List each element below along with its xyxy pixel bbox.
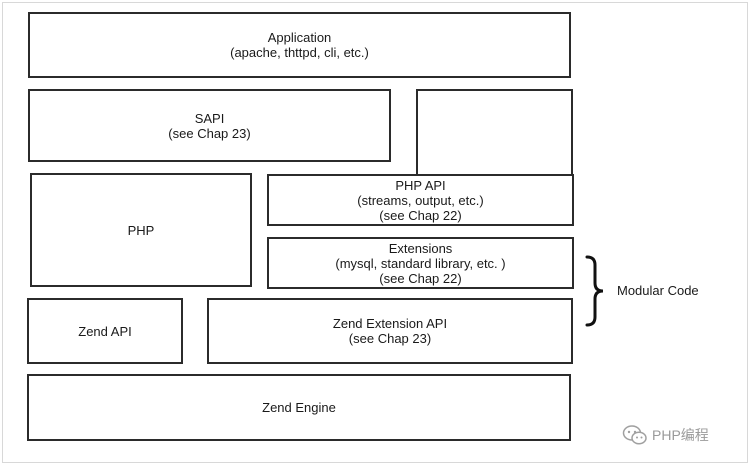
php-api-subtitle: (streams, output, etc.): [357, 192, 484, 208]
php-api-title: PHP API: [395, 177, 446, 193]
zend-extension-api-title: Zend Extension API: [332, 316, 448, 331]
zend-extension-api-subtitle: (see Chap 23): [348, 331, 432, 346]
blank-layer-box: [416, 89, 573, 176]
php-title: PHP: [127, 222, 155, 238]
curly-brace-icon: [585, 255, 604, 327]
sapi-layer: SAPI (see Chap 23): [28, 89, 391, 162]
extensions-subtitle: (mysql, standard library, etc. ): [335, 255, 506, 271]
wechat-icon: [622, 425, 647, 445]
sapi-title: SAPI: [194, 110, 225, 126]
php-api-layer: PHP API (streams, output, etc.) (see Cha…: [267, 174, 574, 226]
extensions-ref: (see Chap 22): [379, 270, 462, 286]
extensions-layer: Extensions (mysql, standard library, etc…: [267, 237, 574, 289]
sapi-subtitle: (see Chap 23): [168, 125, 251, 141]
application-title: Application: [267, 30, 332, 45]
watermark-text: PHP编程: [652, 427, 709, 443]
zend-engine-title: Zend Engine: [262, 400, 336, 415]
application-subtitle: (apache, thttpd, cli, etc.): [230, 45, 369, 60]
watermark: PHP编程: [622, 424, 709, 446]
application-layer: Application (apache, thttpd, cli, etc.): [28, 12, 571, 78]
extensions-title: Extensions: [388, 240, 453, 256]
modular-code-label: Modular Code: [617, 283, 699, 298]
php-api-ref: (see Chap 22): [379, 207, 462, 223]
zend-api-layer: Zend API: [27, 298, 183, 364]
php-layer: PHP: [30, 173, 252, 287]
image-frame: [2, 2, 748, 463]
zend-engine-layer: Zend Engine: [27, 374, 571, 441]
zend-api-title: Zend API: [78, 323, 132, 339]
zend-extension-api-layer: Zend Extension API (see Chap 23): [207, 298, 573, 364]
